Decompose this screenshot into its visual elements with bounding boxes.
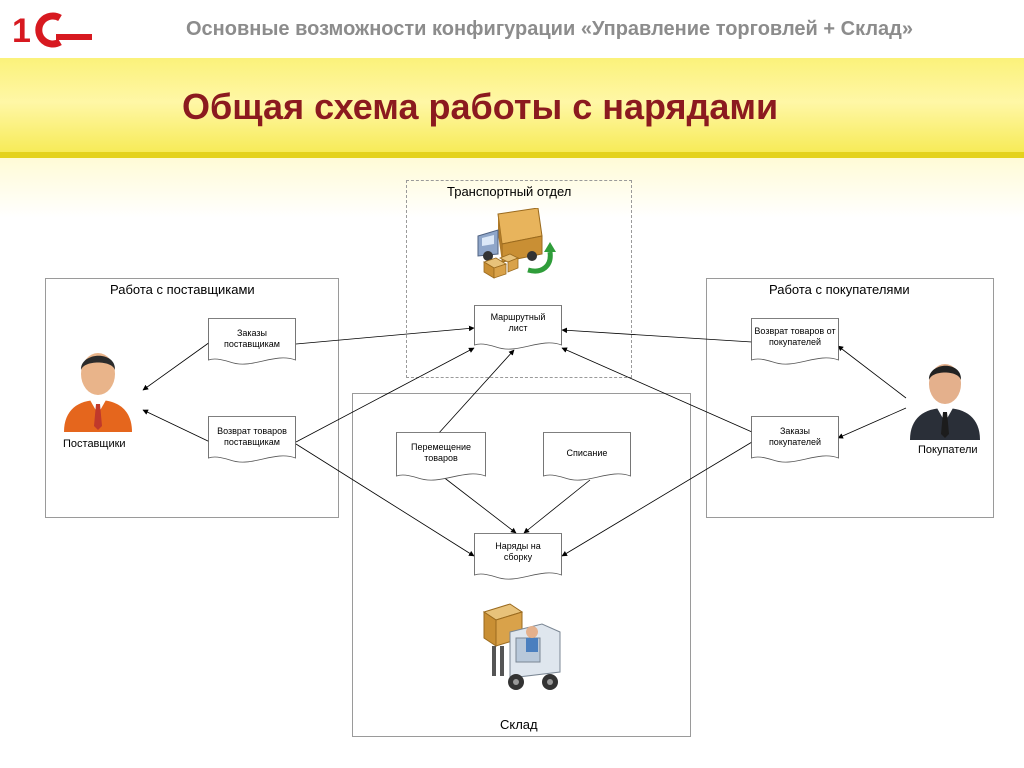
delivery-truck-icon bbox=[477, 208, 556, 279]
document-shape bbox=[208, 416, 296, 463]
document-shape bbox=[543, 432, 631, 481]
warehouse-box bbox=[352, 393, 691, 737]
transport-department-label: Транспортный отдел bbox=[447, 184, 572, 199]
arrow-supplier-orders-to-suppliers bbox=[142, 341, 211, 391]
assembly-orders-document: Наряды на сборку bbox=[474, 533, 562, 583]
title-band-line bbox=[0, 152, 1024, 158]
title-band bbox=[0, 58, 1024, 156]
supplier-returns-label: Возврат товаров поставщикам bbox=[217, 426, 287, 447]
buyers-box-label: Работа с покупателями bbox=[769, 282, 910, 297]
document-shape bbox=[474, 533, 562, 580]
arrow-buyer-returns-to-route bbox=[561, 327, 753, 343]
buyers-label: Покупатели bbox=[918, 444, 978, 456]
title-band-fade bbox=[0, 158, 1024, 218]
buyer-orders-label: Заказы покупателей bbox=[768, 426, 822, 447]
buyers-box bbox=[706, 278, 994, 518]
suppliers-label: Поставщики bbox=[63, 438, 126, 450]
document-shape bbox=[474, 305, 562, 350]
arrow-buyer-orders-to-route bbox=[561, 347, 753, 433]
arrow-transfer-to-route bbox=[437, 349, 515, 435]
suppliers-box-label: Работа с поставщиками bbox=[110, 282, 255, 297]
document-shape bbox=[396, 432, 486, 481]
goods-transfer-document: Перемещение товаров bbox=[396, 432, 486, 484]
arrow-buyers-to-buyer-returns bbox=[837, 345, 907, 399]
svg-text:1: 1 bbox=[12, 12, 31, 48]
arrow-supplier-returns-to-suppliers bbox=[142, 409, 211, 443]
supplier-orders-document: Заказы поставщикам bbox=[208, 318, 296, 368]
logo-1c-icon: 1 bbox=[12, 12, 92, 48]
forklift-icon bbox=[482, 603, 561, 690]
slide-title: Общая схема работы с нарядами bbox=[182, 86, 779, 127]
goods-transfer-label: Перемещение товаров bbox=[411, 442, 471, 463]
assembly-orders-label: Наряды на сборку bbox=[495, 541, 541, 562]
presentation-subtitle: Основные возможности конфигурации «Управ… bbox=[186, 18, 913, 40]
header: 1 Основные возможности конфигурации «Упр… bbox=[0, 0, 1024, 58]
suppliers-box bbox=[45, 278, 339, 518]
buyer-returns-label: Возврат товаров от покупателей bbox=[754, 326, 836, 347]
buyer-returns-document: Возврат товаров от покупателей bbox=[751, 318, 839, 368]
write-off-label: Списание bbox=[566, 448, 608, 458]
supplier-orders-label: Заказы поставщикам bbox=[224, 328, 280, 349]
warehouse-box-label: Склад bbox=[500, 717, 538, 732]
transport-department-box bbox=[406, 180, 632, 378]
buyer-person-icon bbox=[910, 364, 980, 440]
arrow-supplier-returns-to-route bbox=[295, 347, 475, 443]
document-shape bbox=[751, 416, 839, 463]
arrow-buyers-to-buyer-orders bbox=[837, 407, 907, 439]
document-shape bbox=[208, 318, 296, 365]
route-sheet-document: Маршрутный лист bbox=[474, 305, 562, 353]
write-off-document: Списание bbox=[543, 432, 631, 484]
supplier-returns-document: Возврат товаров поставщикам bbox=[208, 416, 296, 466]
supplier-person-icon bbox=[64, 353, 132, 432]
route-sheet-label: Маршрутный лист bbox=[490, 312, 546, 333]
arrow-transfer-to-assembly bbox=[441, 475, 517, 534]
document-shape bbox=[751, 318, 839, 365]
arrow-supplier-orders-to-route bbox=[295, 325, 475, 345]
arrow-supplier-returns-to-assembly bbox=[295, 443, 475, 557]
buyer-orders-document: Заказы покупателей bbox=[751, 416, 839, 466]
arrow-writeoff-to-assembly bbox=[523, 479, 591, 534]
arrow-buyer-orders-to-assembly bbox=[561, 441, 753, 557]
